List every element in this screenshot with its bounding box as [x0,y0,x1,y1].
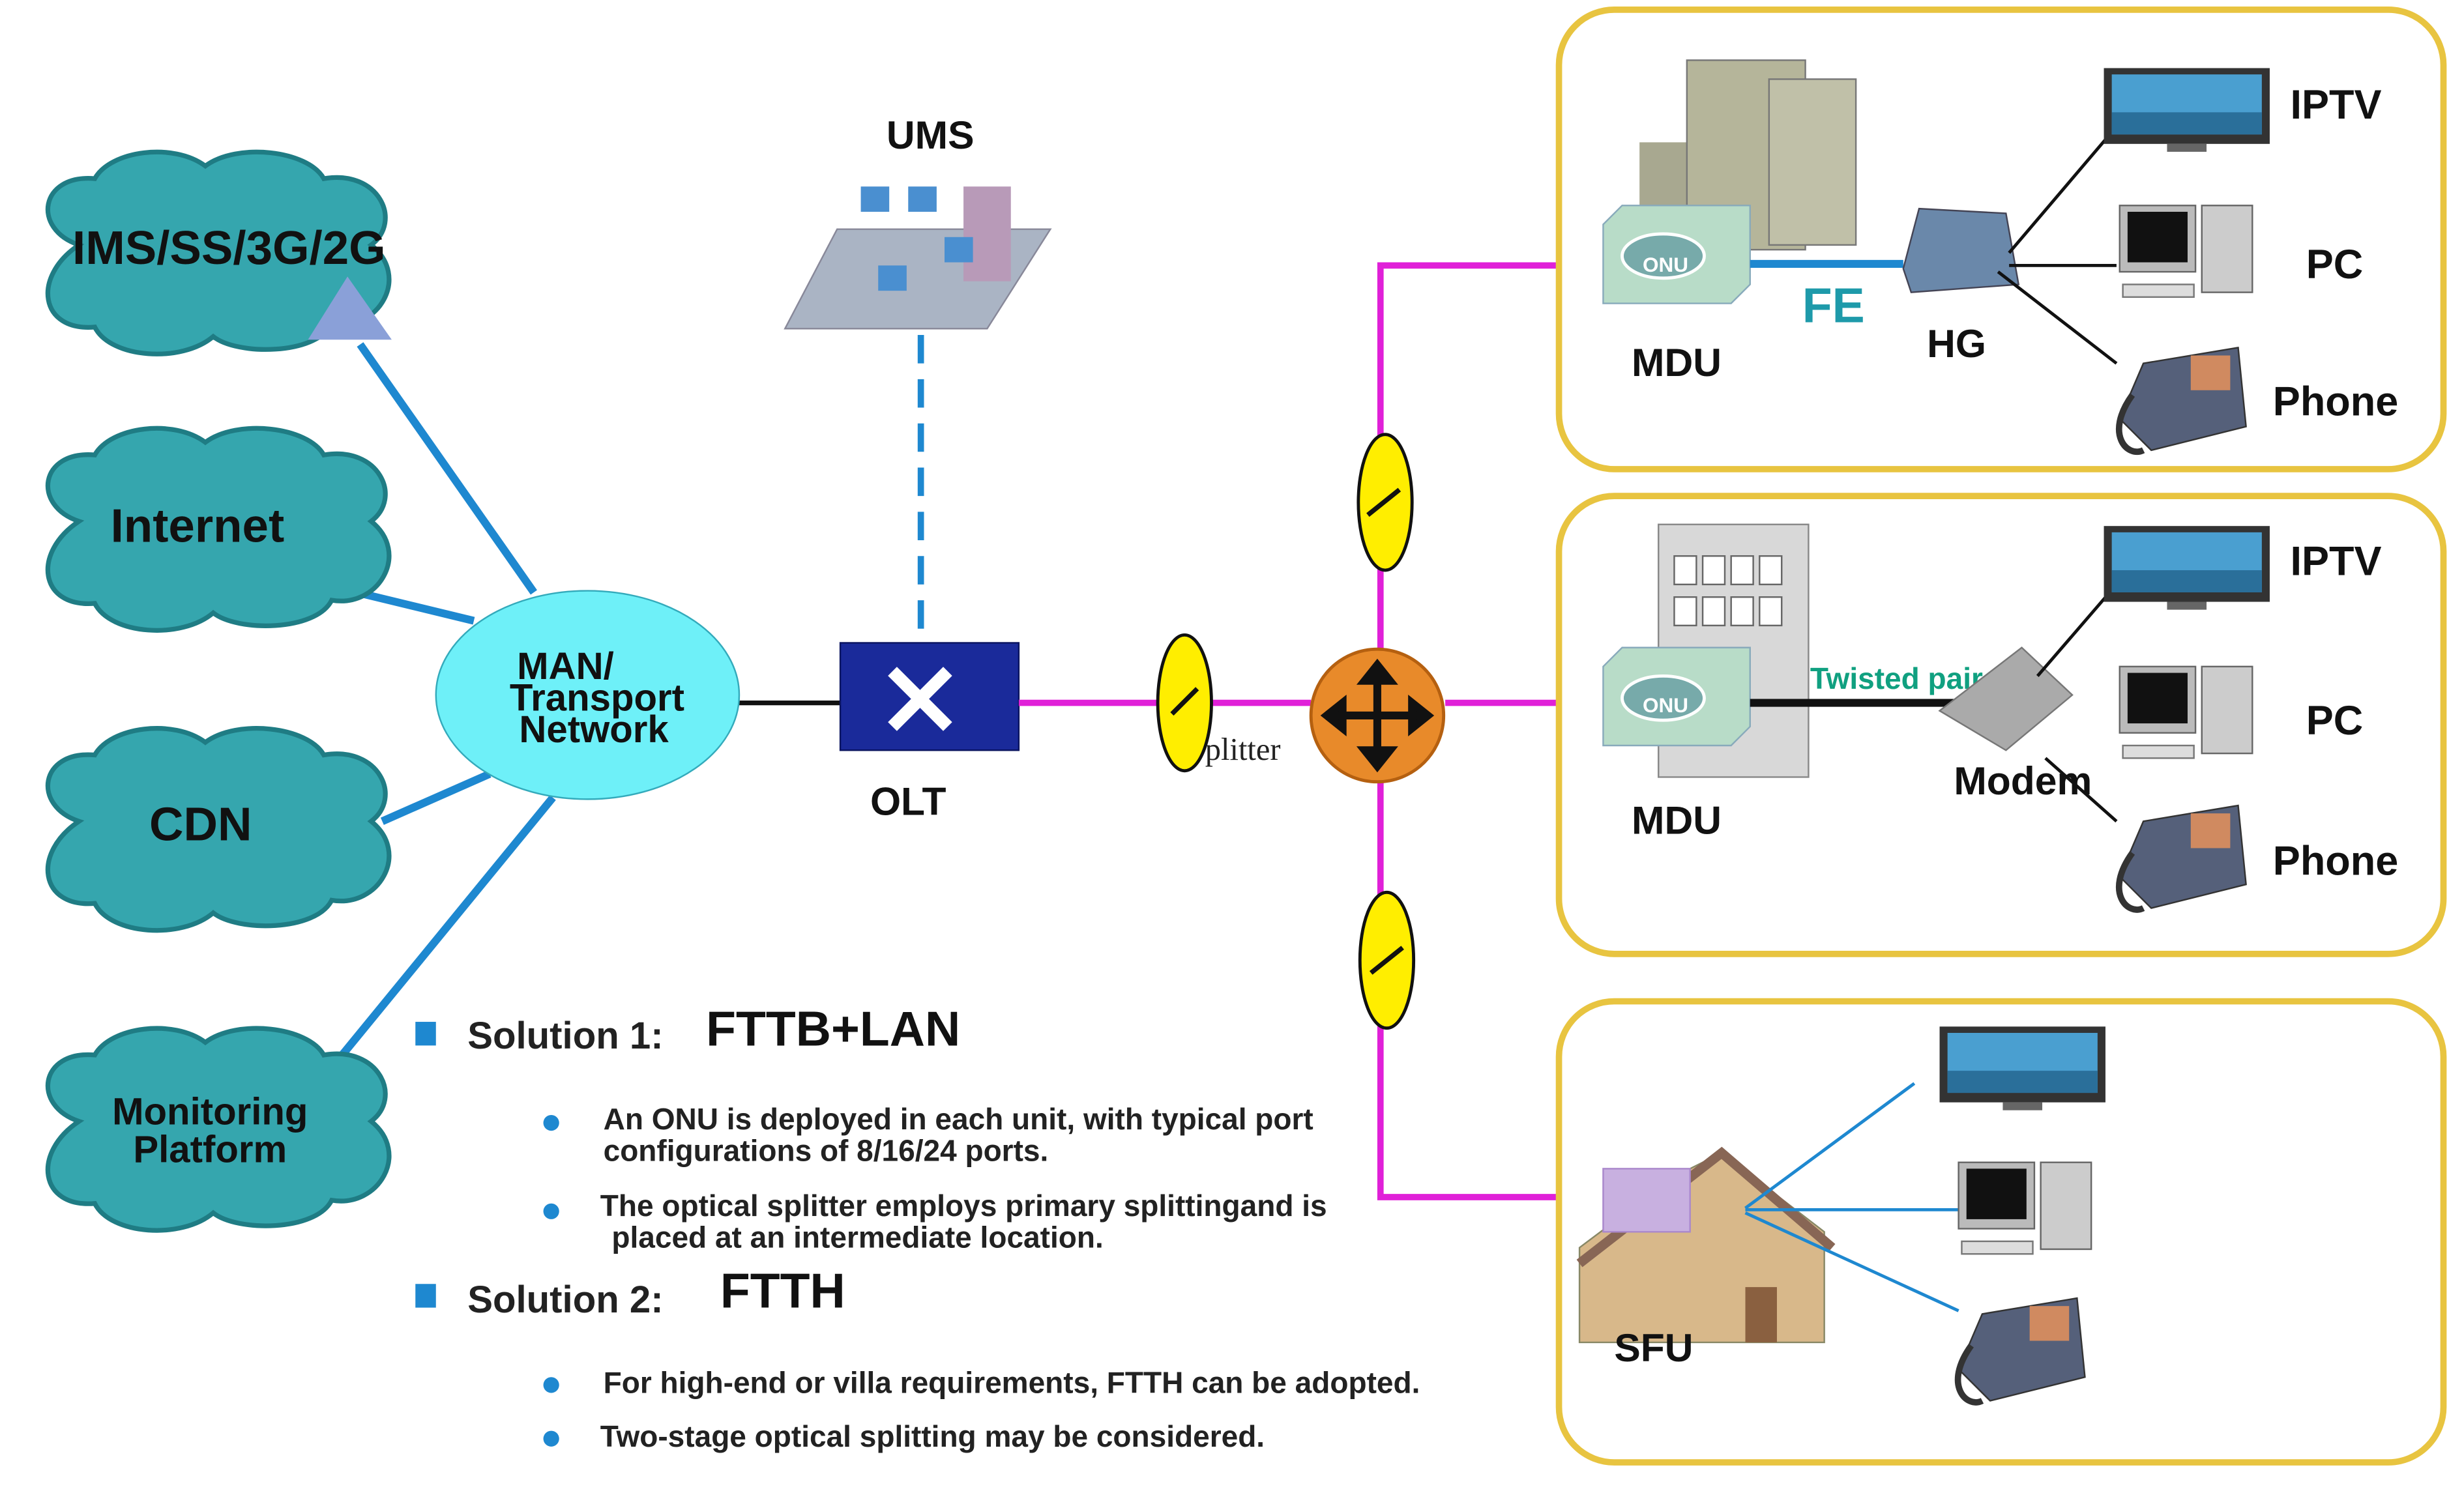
man-label-1: MAN/ [517,645,614,688]
pc-label: PC [2306,242,2364,287]
bullet-dot-icon [543,1430,559,1447]
cloud-monitoring-label-2: Platform [133,1129,287,1171]
solution-2-prefix: Solution 2: [467,1279,663,1321]
fiber-links [1018,262,1599,1200]
tv-icon [1939,1026,2105,1110]
man-label-3: Network [519,708,669,751]
ums-label: UMS [887,113,975,157]
solution-1-bullet-1-cont: configurations of 8/16/24 ports. [604,1133,1049,1167]
cloud-ims: IMS/SS/3G/2G [48,152,392,354]
cloud-internet-label: Internet [111,499,285,552]
cloud-monitoring: Monitoring Platform [48,1028,389,1230]
router-icon [1309,647,1446,784]
home-gateway-icon [1902,207,2020,293]
bullet-dot-icon [543,1377,559,1393]
solution-1-bullet-2: The optical splitter employs primary spl… [600,1189,1327,1223]
house-icon [1576,1146,1836,1344]
sfu-label: SFU [1614,1325,1693,1370]
solution-1-prefix: Solution 1: [467,1015,663,1057]
solution-1-bullet-2-cont: placed at an intermediate location. [604,1221,1104,1254]
cloud-monitoring-label-1: Monitoring [112,1091,308,1133]
bullet-dot-icon [543,1203,559,1219]
bullet-square-icon [415,1284,436,1308]
solutions-text: Solution 1: FTTB+LAN An ONU is deployed … [415,1001,1420,1453]
man-label-2: Transport [510,677,684,719]
phone-label: Phone [2273,379,2399,425]
site-ftth: SFU [1555,998,2447,1466]
twisted-pair-label: Twisted pair [1810,661,1983,695]
solution-1-name: FTTB+LAN [706,1001,960,1056]
olt-label: OLT [870,779,946,824]
signal-tower-icon [308,276,392,340]
site-fttb-modem: ONU Twisted pair Modem MDU IPTV PC Phone [1555,493,2447,957]
tv-icon [2104,526,2270,610]
olt-icon [839,642,1020,751]
bullet-square-icon [415,1022,436,1046]
solution-2-bullet-1: For high-end or villa requirements, FTTH… [604,1365,1420,1399]
iptv-label: IPTV [2290,82,2381,128]
bullet-dot-icon [543,1115,559,1131]
phone-label: Phone [2273,839,2399,884]
cloud-cdn-label: CDN [149,798,252,850]
cloud-ims-label: IMS/SS/3G/2G [72,222,386,274]
ums-network-icon [784,186,1052,330]
tv-icon [2104,68,2270,152]
site-fttb-hg: ONU MDU FE HG IPTV PC Phone [1555,7,2447,472]
pc-label: PC [2306,698,2364,744]
solution-2-bullet-2: Two-stage optical splitting may be consi… [600,1419,1265,1453]
solution-2-name: FTTH [720,1264,845,1318]
mdu-label: MDU [1632,798,1722,843]
splitter-icon [1156,433,1416,1030]
onu-label: ONU [1643,253,1688,276]
man-transport-network: MAN/ Transport Network [435,590,741,800]
hg-label: HG [1927,321,1986,366]
splitter-label: plitter [1205,732,1281,767]
fe-label: FE [1802,278,1865,333]
onu-label: ONU [1643,693,1688,717]
cloud-cdn: CDN [48,729,389,931]
iptv-label: IPTV [2290,538,2381,584]
solution-1-bullet-1: An ONU is deployed in each unit, with ty… [604,1102,1313,1136]
cloud-internet: Internet [48,428,389,630]
mdu-label: MDU [1632,340,1722,384]
